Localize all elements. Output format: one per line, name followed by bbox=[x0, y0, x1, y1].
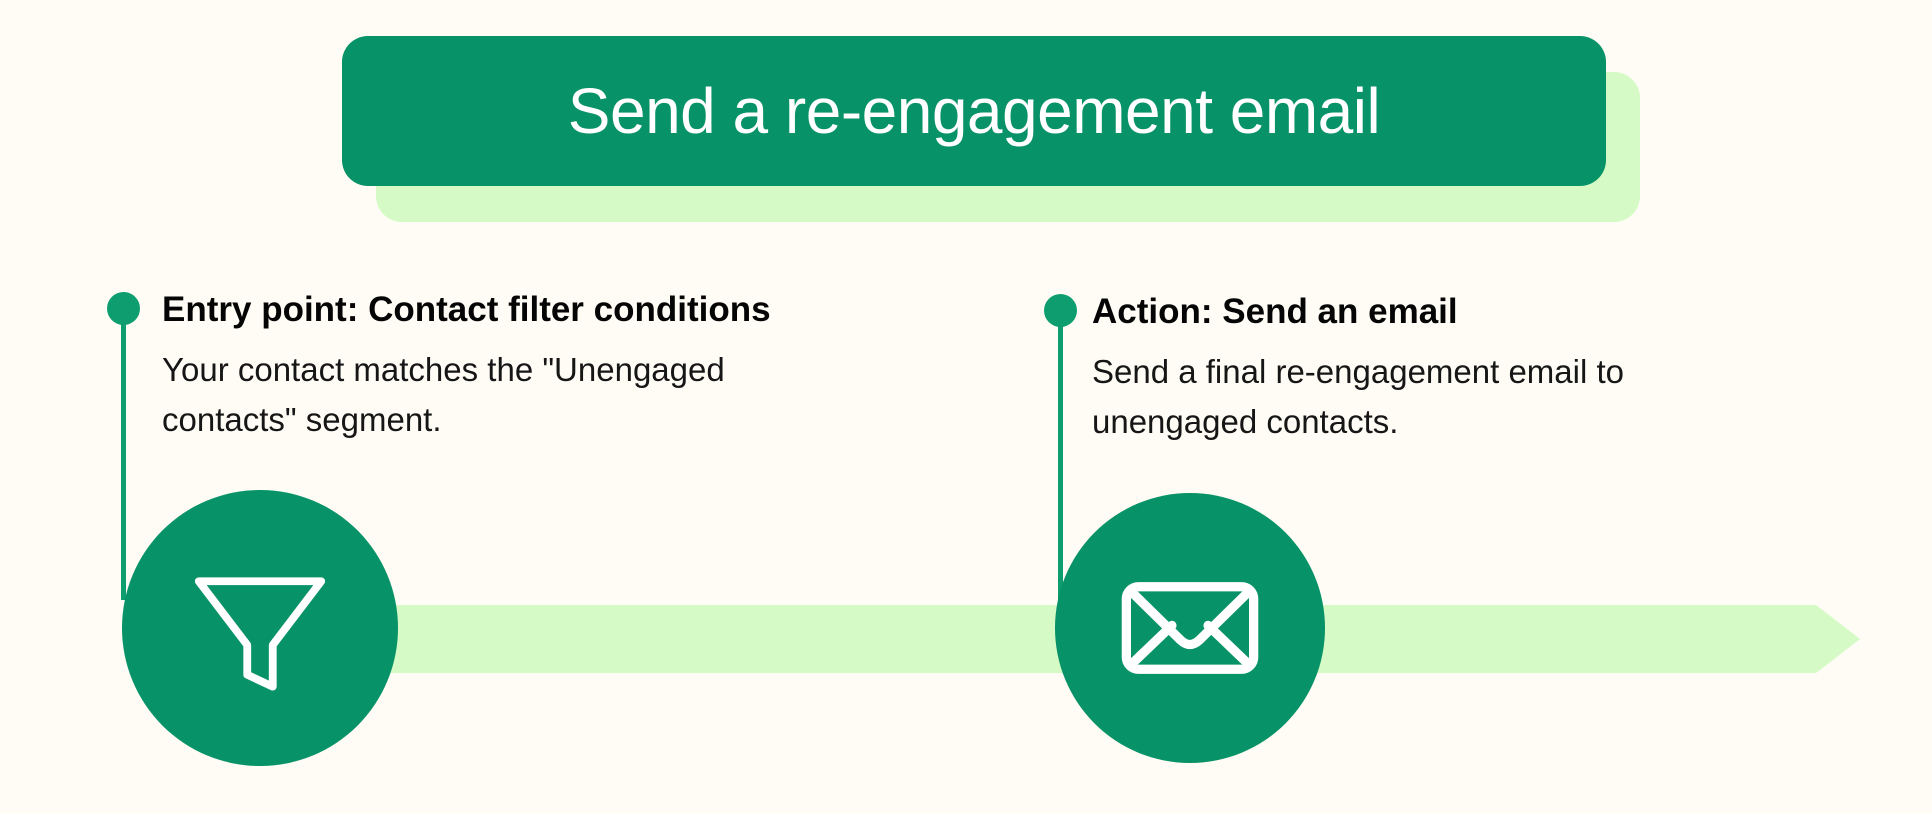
step-1-description: Your contact matches the "Unengaged cont… bbox=[162, 351, 725, 439]
step-2-heading: Action: Send an email bbox=[1092, 292, 1458, 331]
step-1-heading: Entry point: Contact filter conditions bbox=[162, 290, 771, 329]
step-1-dot-marker bbox=[107, 292, 140, 325]
step-2-description: Send a final re-engagement email to unen… bbox=[1092, 353, 1624, 441]
page-title: Send a re-engagement email bbox=[567, 75, 1381, 147]
step-2-icon-circle bbox=[1055, 493, 1325, 763]
step-1-connector-line bbox=[121, 310, 126, 600]
step-2-dot-marker bbox=[1044, 294, 1077, 327]
step-1-icon-circle bbox=[122, 490, 398, 766]
funnel-icon bbox=[194, 577, 326, 691]
envelope-icon bbox=[1121, 582, 1259, 674]
workflow-title-banner: Send a re-engagement email bbox=[342, 36, 1606, 186]
step-2-connector-line bbox=[1058, 312, 1063, 600]
